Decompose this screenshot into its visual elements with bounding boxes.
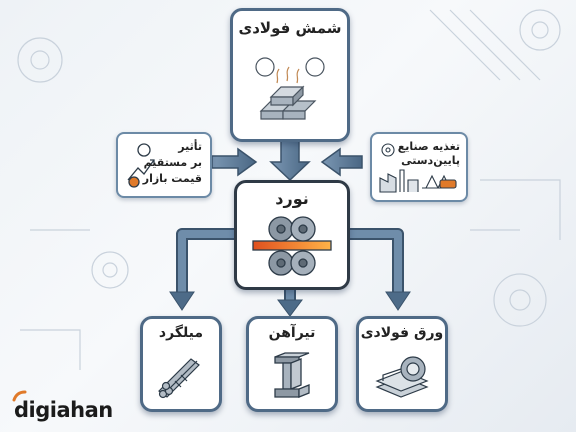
- arrow-left-note: [211, 147, 258, 177]
- rebar-bundle-icon: [158, 358, 200, 399]
- brand-logo: digiahan: [14, 398, 113, 422]
- right-note-line1: تغذیه صنایع: [397, 140, 460, 153]
- output-i-beam-label: تیرآهن: [268, 325, 316, 341]
- brand-name: digiahan: [14, 398, 113, 422]
- industry-transport-icon: [379, 143, 457, 193]
- arrow-right-note: [320, 147, 363, 177]
- arrow-center-to-left: [176, 228, 234, 296]
- steel-coil-sheet-icon: [375, 356, 429, 398]
- brand-swoosh-icon: [12, 390, 27, 402]
- market-growth-icon: [127, 143, 155, 188]
- arrow-center-to-left-fill: [178, 230, 234, 296]
- rolling-mill-icon: [252, 216, 332, 276]
- note-market-impact: تأثیر بر مستقیم قیمت بازار: [116, 132, 212, 198]
- output-rebar-label: میلگرد: [158, 325, 204, 341]
- left-note-line1: تأثیر: [178, 140, 202, 153]
- arrow-top-to-center: [269, 139, 311, 182]
- top-node-steel-ingot: شمش فولادی: [230, 8, 350, 142]
- center-node-rolling: نورد: [234, 180, 350, 290]
- output-steel-sheet-label: ورق فولادی: [360, 325, 444, 341]
- right-note-line2: پایین‌دستی: [401, 154, 460, 167]
- steel-ingots-icon: [255, 57, 325, 120]
- left-note-line2: بر مستقیم: [143, 156, 202, 169]
- top-node-label: شمش فولادی: [238, 19, 342, 37]
- left-note-line3: قیمت بازار: [142, 172, 202, 185]
- center-node-label: نورد: [275, 189, 309, 208]
- output-rebar: میلگرد: [140, 316, 222, 412]
- output-i-beam: تیرآهن: [246, 316, 338, 412]
- output-steel-sheet: ورق فولادی: [356, 316, 448, 412]
- i-beam-icon: [274, 352, 310, 398]
- note-downstream-industries: تغذیه صنایع پایین‌دستی: [370, 132, 468, 202]
